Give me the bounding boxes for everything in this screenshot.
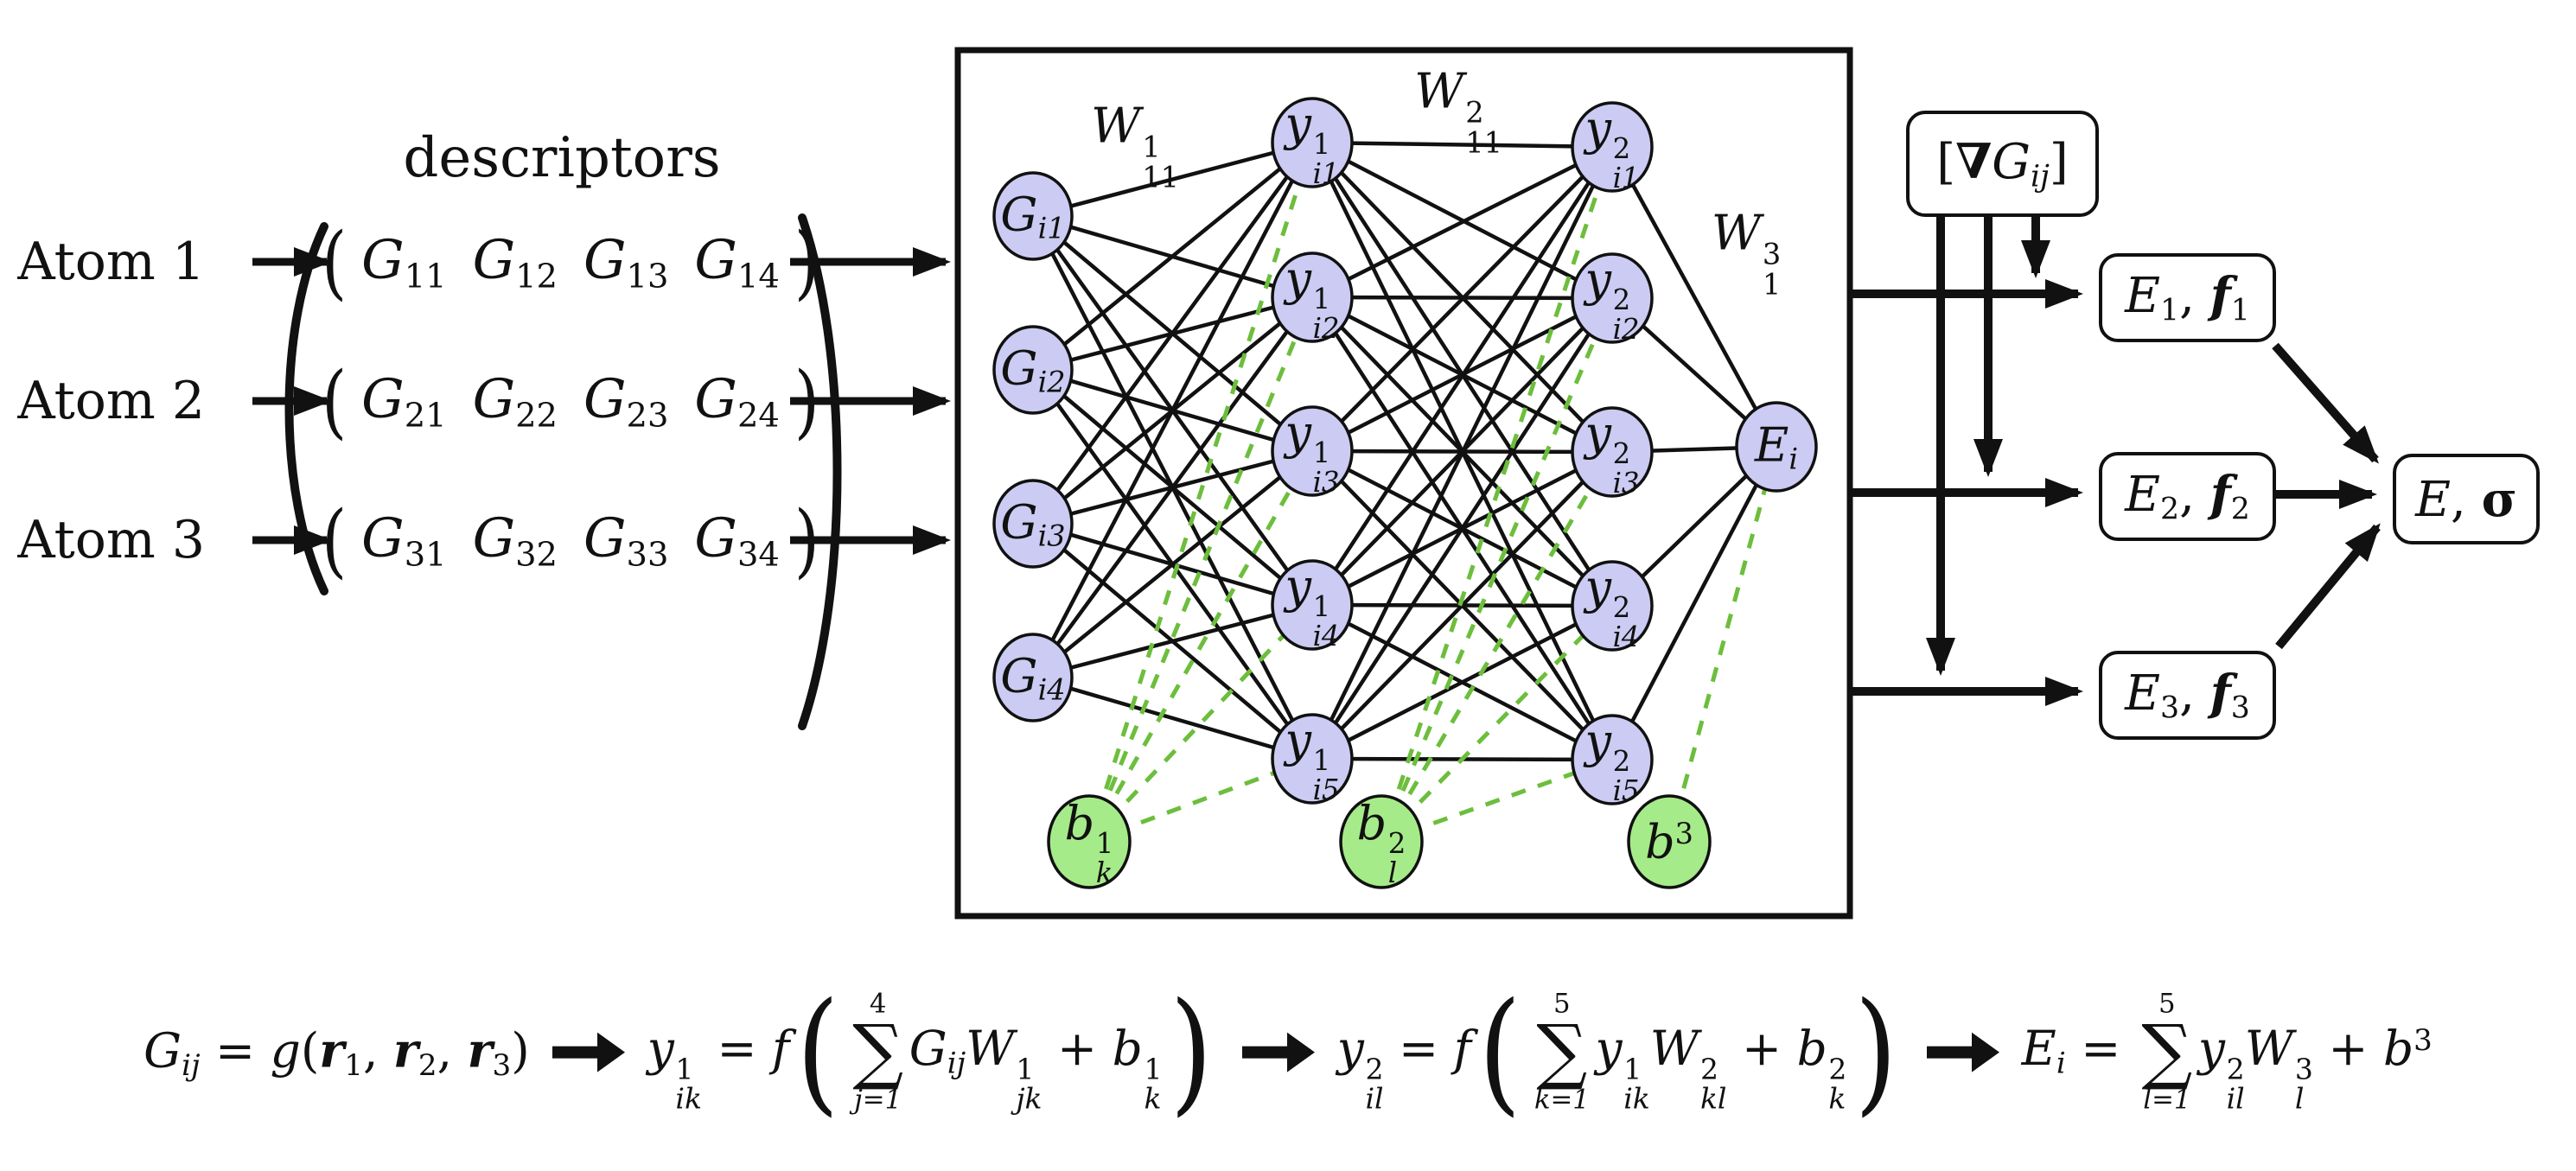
network-box [954,47,1853,920]
node-hidden2-1 [1571,101,1654,193]
node-output-Ei [1735,401,1818,493]
node-input-4 [992,633,1074,722]
bias-edges [1087,142,1779,844]
node-bias-1 [1047,794,1132,889]
node-hidden1-3 [1271,405,1354,497]
node-bias-2 [1339,794,1424,889]
network-nodes [992,97,1818,889]
node-hidden2-5 [1571,714,1654,805]
node-hidden2-2 [1571,252,1654,344]
node-bias-3 [1627,794,1712,889]
big-close-paren [798,213,842,730]
node-input-3 [992,479,1074,569]
node-hidden2-3 [1571,406,1654,498]
node-hidden1-4 [1271,559,1354,651]
left-flow [252,213,951,730]
network-edges [1030,140,1778,762]
right-flow [1850,210,2381,706]
node-hidden1-1 [1271,97,1354,188]
node-hidden1-5 [1271,713,1354,805]
node-input-1 [992,171,1074,261]
node-input-2 [992,325,1074,415]
node-hidden1-2 [1271,251,1354,343]
node-hidden2-4 [1571,560,1654,652]
